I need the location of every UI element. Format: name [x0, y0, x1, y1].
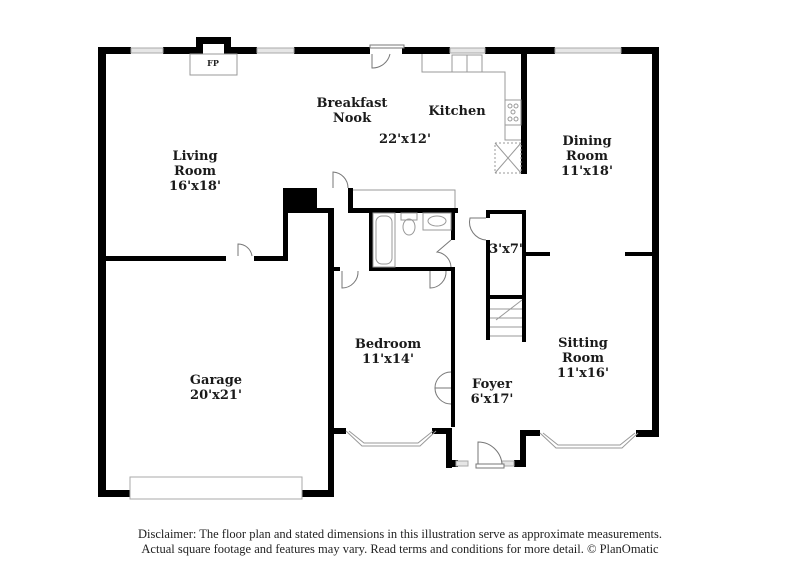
room-name-line: Breakfast [316, 96, 388, 111]
fireplace-label: FP [207, 58, 219, 68]
room-dining-room: Dining Room 11'x18' [561, 134, 613, 179]
room-name-line: Garage [189, 373, 243, 388]
room-name-line: Room [562, 351, 604, 366]
room-garage: Garage 20'x21' [190, 373, 242, 403]
room-kitchen-dimensions: 22'x12' [379, 132, 431, 147]
garage-door [129, 476, 303, 500]
room-name-line: Bedroom [354, 337, 422, 352]
fixtures [189, 53, 639, 449]
room-sitting-room: Sitting Room 11'x16' [557, 336, 609, 381]
room-dimensions: 11'x14' [362, 352, 414, 367]
room-dimensions: 11'x16' [557, 366, 609, 381]
room-name-line: Sitting [558, 336, 608, 351]
room-name-line: Foyer [472, 377, 512, 392]
room-name-line: Room [174, 164, 216, 179]
room-dimensions: 6'x17' [470, 392, 514, 407]
room-dimensions: 3'x7' [489, 242, 523, 257]
room-closet: 3'x7' [489, 242, 523, 257]
disclaimer: Disclaimer: The floor plan and stated di… [0, 527, 800, 557]
room-dimensions: 11'x18' [561, 164, 613, 179]
room-bedroom: Bedroom 11'x14' [355, 337, 421, 367]
room-name-line: Dining [562, 134, 612, 149]
room-dimensions: 16'x18' [169, 179, 221, 194]
disclaimer-line-1: Disclaimer: The floor plan and stated di… [138, 527, 662, 541]
windows [130, 47, 622, 467]
room-living-room: Living Room 16'x18' [169, 149, 221, 194]
room-kitchen: Kitchen [428, 104, 485, 119]
doors [237, 44, 505, 469]
room-dimensions: 20'x21' [190, 388, 242, 403]
room-name-line: Room [566, 149, 608, 164]
room-name-line: Nook [332, 111, 372, 126]
room-name-line: Living [172, 149, 218, 164]
room-foyer: Foyer 6'x17' [471, 377, 514, 407]
room-name-line: Kitchen [428, 104, 486, 119]
disclaimer-line-2: Actual square footage and features may v… [141, 542, 659, 556]
exterior-walls [98, 37, 659, 497]
room-breakfast-nook: Breakfast Nook [317, 96, 388, 126]
